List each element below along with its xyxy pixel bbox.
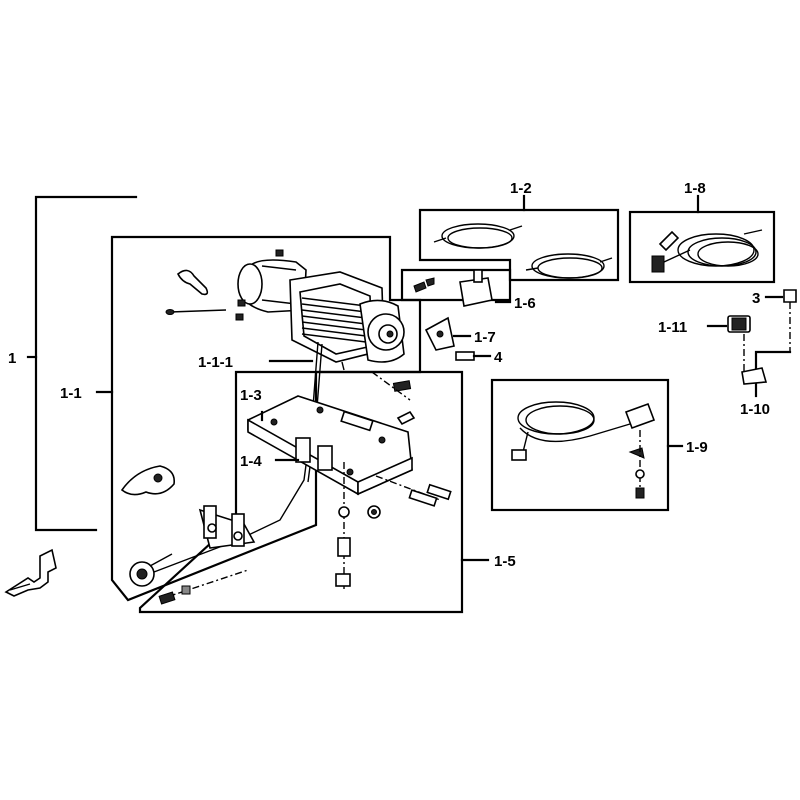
label-1-5[interactable]: 1-5 xyxy=(494,553,516,570)
label-1-2[interactable]: 1-2 xyxy=(510,180,532,197)
callout-1-4: 1-4 xyxy=(240,453,300,470)
label-1-7[interactable]: 1-7 xyxy=(474,329,496,346)
label-1-1-1[interactable]: 1-1-1 xyxy=(198,354,233,371)
cable-set-1-2: 1-2 xyxy=(418,180,620,282)
cable-drum xyxy=(301,297,367,343)
winch-hook xyxy=(129,553,249,605)
label-4[interactable]: 4 xyxy=(494,349,503,366)
mounting-plate xyxy=(247,395,413,496)
callout-1-1-1: 1-1-1 xyxy=(198,354,314,371)
label-1-10[interactable]: 1-10 xyxy=(740,401,770,418)
label-1-11[interactable]: 1-11 xyxy=(658,319,687,336)
wiring-harness-1-9: 1-9 xyxy=(490,378,708,512)
grommet-part-1-11: 1-11 xyxy=(658,315,751,372)
label-1-8[interactable]: 1-8 xyxy=(684,180,706,197)
winch-assembly xyxy=(235,249,405,371)
cable-tie-part xyxy=(165,309,227,315)
bracket-part-1: 1 xyxy=(8,195,138,532)
bracket-part-1-10: 1-10 xyxy=(740,350,792,418)
label-1-1[interactable]: 1-1 xyxy=(60,385,82,402)
callout-1-3: 1-3 xyxy=(240,387,264,422)
harness-set-1-8: 1-8 xyxy=(628,180,776,284)
label-3[interactable]: 3 xyxy=(752,290,760,307)
label-1-3[interactable]: 1-3 xyxy=(240,387,262,404)
fasteners xyxy=(335,371,452,590)
clip-part xyxy=(176,269,209,296)
bracket-part-1-7: 1-7 xyxy=(424,316,496,351)
label-1-9[interactable]: 1-9 xyxy=(686,439,708,456)
bolt-part-4: 4 xyxy=(455,349,503,366)
bolt-part-3: 3 xyxy=(752,289,797,352)
hook-strap xyxy=(120,465,176,496)
label-1-4[interactable]: 1-4 xyxy=(240,453,262,470)
switch-assembly-1-6: 1-6 xyxy=(400,268,536,312)
label-1[interactable]: 1 xyxy=(8,350,16,367)
roller-fairlead xyxy=(198,505,256,549)
label-1-6[interactable]: 1-6 xyxy=(514,295,536,312)
forward-arrow-icon xyxy=(4,548,57,597)
